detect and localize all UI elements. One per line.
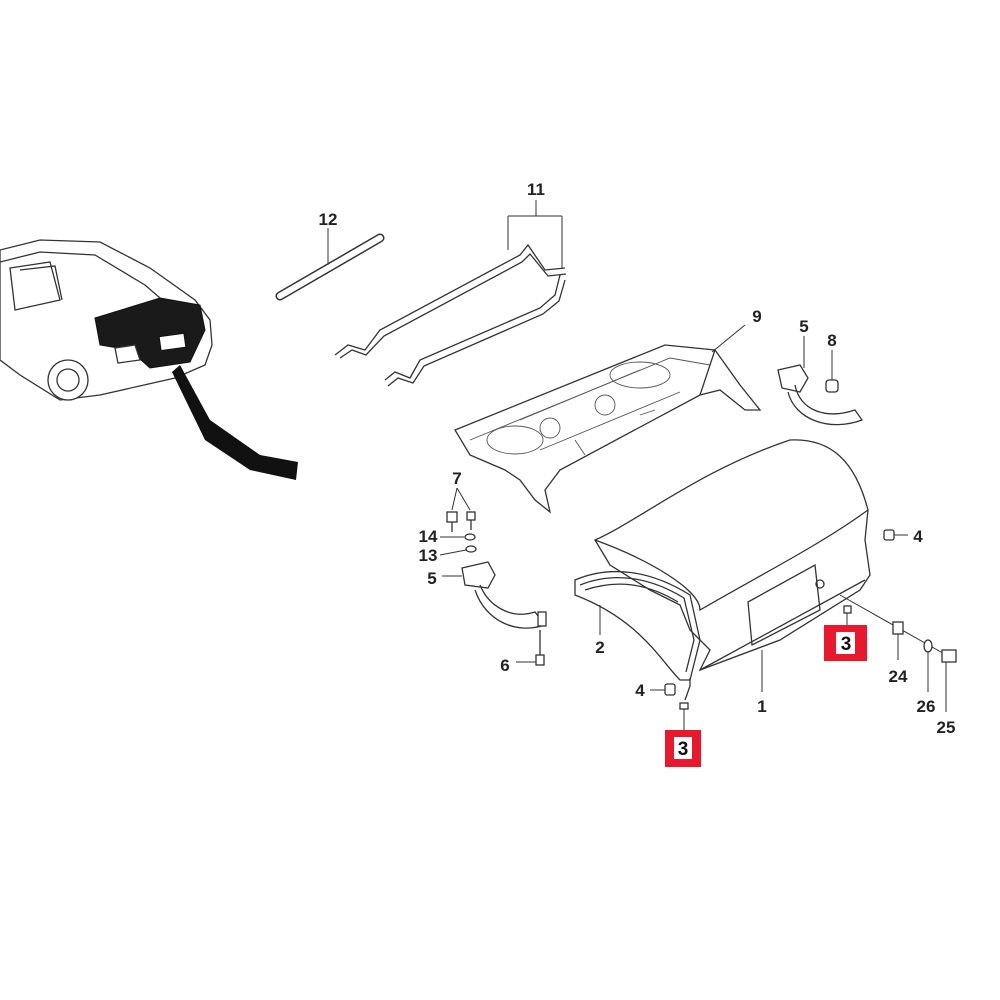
part-14-washer bbox=[440, 533, 476, 541]
callout-13: 13 bbox=[419, 546, 438, 565]
part-8-bumper bbox=[825, 350, 839, 393]
part-3-clip-right bbox=[843, 605, 852, 625]
part-9-rear-shelf-panel bbox=[454, 324, 762, 514]
part-3-clip-left bbox=[679, 678, 691, 730]
callout-7: 7 bbox=[452, 469, 461, 488]
part-6-bolt bbox=[516, 630, 545, 666]
callout-8: 8 bbox=[827, 331, 836, 350]
callout-26: 26 bbox=[917, 697, 936, 716]
part-5-left-hinge bbox=[442, 561, 547, 629]
callout-3-left: 3 bbox=[678, 739, 689, 760]
callout-5-left: 5 bbox=[427, 569, 436, 588]
part-2-weatherstrip bbox=[574, 571, 701, 681]
callout-14: 14 bbox=[419, 527, 438, 546]
part-25-bolt bbox=[941, 649, 957, 712]
part-4-stop-right bbox=[883, 529, 908, 541]
callout-6: 6 bbox=[500, 656, 509, 675]
callout-9: 9 bbox=[752, 307, 761, 326]
part-24-nut bbox=[892, 621, 904, 660]
callout-3-right-highlight: 3 bbox=[824, 625, 867, 661]
part-13-washer bbox=[439, 545, 477, 556]
callout-3-left-highlight: 3 bbox=[665, 730, 701, 767]
part-4-stop-left bbox=[650, 683, 676, 696]
part-7-bolts bbox=[446, 487, 476, 532]
part-11-torsion-bars bbox=[334, 200, 567, 387]
callout-3-right: 3 bbox=[841, 634, 852, 655]
callout-4-right: 4 bbox=[913, 527, 923, 546]
part-26-washer bbox=[923, 639, 933, 692]
callout-11: 11 bbox=[527, 180, 545, 199]
callout-1: 1 bbox=[757, 697, 766, 716]
callout-5-right: 5 bbox=[799, 317, 808, 336]
part-5-right-hinge bbox=[777, 336, 864, 426]
part-1-trunk-lid bbox=[594, 439, 871, 692]
callout-24: 24 bbox=[889, 667, 908, 686]
callout-4-left: 4 bbox=[635, 681, 645, 700]
car-overview-illustration bbox=[0, 239, 298, 480]
callout-25: 25 bbox=[937, 718, 956, 737]
callout-12: 12 bbox=[319, 210, 338, 229]
part-12-rod bbox=[275, 228, 385, 301]
callout-2: 2 bbox=[595, 638, 604, 657]
